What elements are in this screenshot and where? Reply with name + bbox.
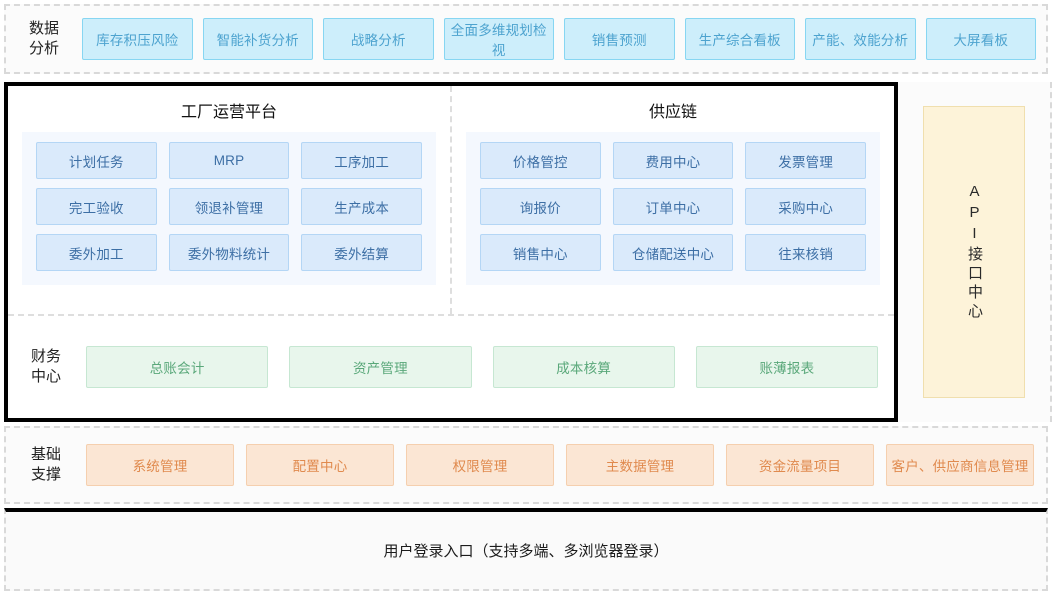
panel-title-supply-chain: 供应链 bbox=[648, 104, 697, 121]
tile-inventory-backlog-risk[interactable]: 库存积压风险 bbox=[82, 18, 193, 60]
tile-sales-forecast[interactable]: 销售预测 bbox=[564, 18, 675, 60]
tile-large-screen-dashboard[interactable]: 大屏看板 bbox=[925, 18, 1036, 60]
tile-customer-supplier-info-management[interactable]: 客户、供应商信息管理 bbox=[886, 444, 1034, 486]
tile-completion-acceptance[interactable]: 完工验收 bbox=[36, 188, 157, 225]
tile-system-management[interactable]: 系统管理 bbox=[86, 444, 234, 486]
tile-api-interface-center[interactable]: API接口中心 bbox=[923, 106, 1025, 398]
tile-multidimensional-planning-review[interactable]: 全面多维规划检视 bbox=[443, 18, 554, 60]
tile-order-center[interactable]: 订单中心 bbox=[612, 188, 734, 225]
section-data-analysis: 数据 分析 库存积压风险 智能补货分析 战略分析 全面多维规划检视 销售预测 生… bbox=[4, 4, 1048, 74]
tile-capacity-efficiency-analysis[interactable]: 产能、效能分析 bbox=[805, 18, 916, 60]
panel-factory-platform: 工厂运营平台 计划任务 MRP 工序加工 完工验收 领退补管理 生产成本 委外加… bbox=[8, 86, 450, 314]
section-label-base-support: 基础 支撑 bbox=[30, 446, 61, 483]
tile-inquiry-quotation[interactable]: 询报价 bbox=[480, 188, 601, 225]
tile-process-machining[interactable]: 工序加工 bbox=[301, 142, 422, 179]
tile-cash-flow-project[interactable]: 资金流量项目 bbox=[726, 444, 874, 486]
base-support-tile-list: 系统管理 配置中心 权限管理 主数据管理 资金流量项目 客户、供应商信息管理 bbox=[74, 444, 1034, 486]
tile-production-dashboard[interactable]: 生产综合看板 bbox=[684, 18, 795, 60]
core-platform-upper: 工厂运营平台 计划任务 MRP 工序加工 完工验收 领退补管理 生产成本 委外加… bbox=[8, 86, 894, 314]
section-label-finance-center: 财务 中心 bbox=[30, 348, 61, 385]
tile-smart-replenishment-analysis[interactable]: 智能补货分析 bbox=[202, 18, 313, 60]
tile-master-data-management[interactable]: 主数据管理 bbox=[566, 444, 714, 486]
tile-general-ledger-accounting[interactable]: 总账会计 bbox=[86, 346, 269, 388]
tile-receivable-payable-writeoff[interactable]: 往来核销 bbox=[745, 234, 866, 271]
section-finance-center: 财务 中心 总账会计 资产管理 成本核算 账薄报表 bbox=[8, 314, 894, 418]
tile-invoice-management[interactable]: 发票管理 bbox=[745, 142, 866, 179]
tile-warehouse-distribution-center[interactable]: 仓储配送中心 bbox=[612, 234, 734, 271]
tile-strategy-analysis[interactable]: 战略分析 bbox=[323, 18, 434, 60]
tile-issue-return-supplement-management[interactable]: 领退补管理 bbox=[168, 188, 290, 225]
factory-platform-tile-grid: 计划任务 MRP 工序加工 完工验收 领退补管理 生产成本 委外加工 委外物料统… bbox=[22, 132, 436, 285]
panel-supply-chain: 供应链 价格管控 费用中心 发票管理 询报价 订单中心 采购中心 销售中心 仓储… bbox=[450, 86, 894, 314]
tile-mrp[interactable]: MRP bbox=[168, 142, 290, 179]
core-platform-frame: 工厂运营平台 计划任务 MRP 工序加工 完工验收 领退补管理 生产成本 委外加… bbox=[4, 82, 898, 422]
tile-asset-management[interactable]: 资产管理 bbox=[289, 346, 472, 388]
tile-procurement-center[interactable]: 采购中心 bbox=[745, 188, 866, 225]
section-login-entry[interactable]: 用户登录入口（支持多端、多浏览器登录） bbox=[4, 508, 1048, 591]
section-base-support: 基础 支撑 系统管理 配置中心 权限管理 主数据管理 资金流量项目 客户、供应商… bbox=[4, 426, 1048, 504]
finance-center-tile-list: 总账会计 资产管理 成本核算 账薄报表 bbox=[74, 346, 878, 388]
tile-expense-center[interactable]: 费用中心 bbox=[612, 142, 734, 179]
section-api-center: API接口中心 bbox=[898, 82, 1052, 422]
tile-outsourced-processing[interactable]: 委外加工 bbox=[36, 234, 157, 271]
tile-sales-center[interactable]: 销售中心 bbox=[480, 234, 601, 271]
tile-plan-task[interactable]: 计划任务 bbox=[36, 142, 157, 179]
section-label-data-analysis: 数据 分析 bbox=[28, 20, 59, 57]
tile-outsourced-material-statistics[interactable]: 委外物料统计 bbox=[168, 234, 290, 271]
tile-outsourced-settlement[interactable]: 委外结算 bbox=[301, 234, 422, 271]
supply-chain-tile-grid: 价格管控 费用中心 发票管理 询报价 订单中心 采购中心 销售中心 仓储配送中心… bbox=[466, 132, 880, 285]
panel-title-factory-platform: 工厂运营平台 bbox=[180, 104, 277, 121]
tile-configuration-center[interactable]: 配置中心 bbox=[246, 444, 394, 486]
tile-permission-management[interactable]: 权限管理 bbox=[406, 444, 554, 486]
tile-price-control[interactable]: 价格管控 bbox=[480, 142, 601, 179]
login-entry-label: 用户登录入口（支持多端、多浏览器登录） bbox=[383, 543, 669, 560]
api-center-label: API接口中心 bbox=[966, 182, 983, 322]
data-analysis-tile-list: 库存积压风险 智能补货分析 战略分析 全面多维规划检视 销售预测 生产综合看板 … bbox=[72, 18, 1036, 60]
tile-cost-accounting[interactable]: 成本核算 bbox=[492, 346, 675, 388]
tile-production-cost[interactable]: 生产成本 bbox=[301, 188, 422, 225]
tile-ledger-reports[interactable]: 账薄报表 bbox=[695, 346, 878, 388]
